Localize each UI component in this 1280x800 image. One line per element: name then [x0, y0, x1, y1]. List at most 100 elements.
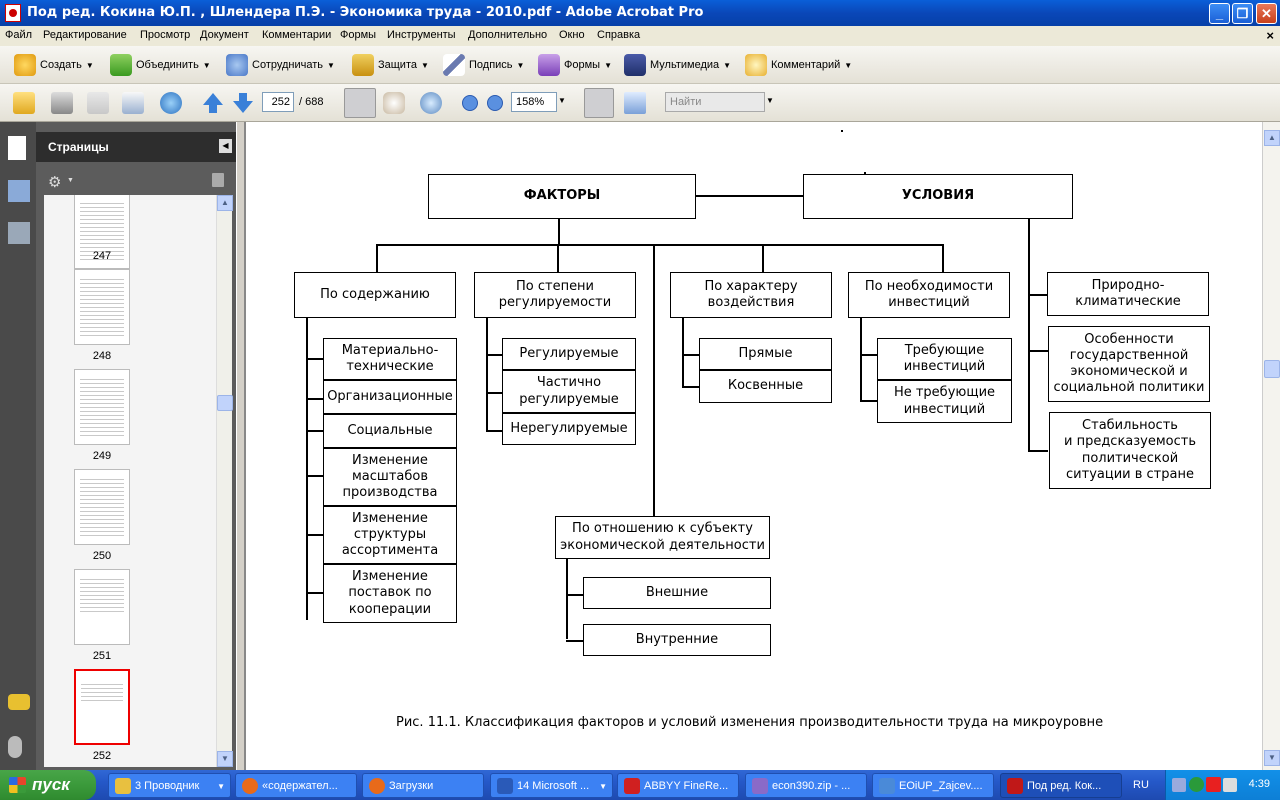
factor-item: Прямые — [699, 338, 832, 370]
menu-edit[interactable]: Редактирование — [43, 29, 127, 41]
scroll-down-icon[interactable]: ▼ — [217, 751, 233, 767]
menu-forms[interactable]: Формы — [340, 29, 377, 41]
comments-icon[interactable] — [8, 694, 30, 710]
utorrent-icon[interactable] — [1189, 777, 1204, 792]
menu-view[interactable]: Просмотр — [140, 29, 191, 41]
sign-button[interactable]: Подпись▼ — [443, 53, 524, 77]
full-screen-icon[interactable] — [624, 92, 646, 114]
tray-app-icon[interactable] — [1223, 778, 1237, 792]
panel-splitter[interactable] — [236, 122, 245, 770]
conditions-box: УСЛОВИЯ — [803, 174, 1073, 219]
connector-line — [762, 244, 764, 272]
zoom-dropdown-icon[interactable]: ▼ — [558, 96, 566, 105]
document-scrollbar[interactable]: ▲ ▼ — [1262, 122, 1280, 770]
find-input[interactable]: Найти — [665, 92, 765, 112]
scroll-down-icon[interactable]: ▼ — [1264, 750, 1280, 766]
speech-bubble-icon — [745, 54, 767, 76]
taskbar-item[interactable]: 14 Microsoft ...▼ — [490, 773, 613, 798]
factor-item: Регулируемые — [502, 338, 636, 370]
scroll-up-icon[interactable]: ▲ — [1264, 130, 1280, 146]
connector-line — [860, 400, 877, 402]
menu-comments[interactable]: Комментарии — [262, 29, 332, 41]
page-thumbnail[interactable] — [74, 269, 130, 345]
marquee-zoom-icon[interactable] — [420, 92, 442, 114]
scrollbar-thumb[interactable] — [217, 395, 233, 411]
page-thumbnail-selected[interactable] — [74, 669, 130, 745]
zoom-input[interactable]: 158% — [511, 92, 557, 112]
menu-document[interactable]: Документ — [200, 29, 249, 41]
chevron-down-icon[interactable]: ▼ — [67, 177, 74, 184]
by-investment-box: По необходимости инвестиций — [848, 272, 1010, 318]
clock[interactable]: 4:39 — [1248, 778, 1270, 790]
menu-bar: Файл Редактирование Просмотр Документ Ко… — [0, 26, 1280, 46]
menu-tools[interactable]: Инструменты — [387, 29, 456, 41]
taskbar-item-active[interactable]: Под ред. Кок... — [1000, 773, 1122, 798]
multimedia-button[interactable]: Мультимедиа▼ — [624, 53, 731, 77]
taskbar-item[interactable]: 3 Проводник▼ — [108, 773, 231, 798]
arrow-down-icon[interactable] — [233, 93, 253, 113]
page-thumbnail[interactable] — [74, 369, 130, 445]
scrollbar-thumb[interactable] — [1264, 360, 1280, 378]
attachments-icon[interactable] — [8, 736, 22, 758]
page-thumbnail[interactable] — [74, 569, 130, 645]
email-icon[interactable] — [122, 92, 144, 114]
zoom-in-icon[interactable] — [487, 95, 503, 111]
pages-icon[interactable] — [8, 136, 26, 160]
page-thumbnail[interactable] — [74, 195, 130, 269]
chevron-down-icon: ▼ — [516, 60, 525, 70]
thumbnail-scrollbar[interactable]: ▲ ▼ — [216, 195, 233, 767]
collapse-panel-icon[interactable]: ◀ — [219, 139, 232, 153]
menu-file[interactable]: Файл — [5, 29, 33, 41]
save-icon[interactable] — [87, 92, 109, 114]
open-folder-icon[interactable] — [13, 92, 35, 114]
arrow-up-icon[interactable] — [203, 93, 223, 113]
document-close-icon[interactable]: × — [1266, 28, 1274, 43]
gear-icon[interactable]: ⚙ — [48, 174, 62, 191]
fit-width-icon[interactable] — [584, 88, 614, 118]
close-button[interactable]: ✕ — [1256, 3, 1277, 24]
page-total: / 688 — [299, 96, 324, 108]
combine-button[interactable]: Объединить▼ — [110, 53, 211, 77]
network-icon[interactable] — [1172, 778, 1186, 792]
zoom-out-icon[interactable] — [462, 95, 478, 111]
page-thumbnail-label: 249 — [92, 450, 112, 462]
menu-advanced[interactable]: Дополнительно — [468, 29, 548, 41]
maximize-button[interactable]: ❐ — [1232, 3, 1253, 24]
bookmarks-icon[interactable] — [8, 180, 30, 202]
collaborate-button[interactable]: Сотрудничать▼ — [226, 53, 335, 77]
find-dropdown-icon[interactable]: ▼ — [766, 96, 774, 105]
comment-button[interactable]: Комментарий▼ — [745, 53, 852, 77]
select-tool-icon[interactable] — [344, 88, 376, 118]
web-globe-icon[interactable] — [160, 92, 182, 114]
forms-button[interactable]: Формы▼ — [538, 53, 612, 77]
taskbar-item[interactable]: EOiUP_Zajcev.... — [872, 773, 994, 798]
print-icon[interactable] — [51, 92, 73, 114]
connector-line — [942, 244, 944, 272]
combine-icon — [110, 54, 132, 76]
connector-line — [376, 244, 943, 246]
page-thumbnail[interactable] — [74, 469, 130, 545]
taskbar-item[interactable]: Загрузки — [362, 773, 484, 798]
secure-button[interactable]: Защита▼ — [352, 53, 429, 77]
page-mark — [841, 130, 843, 132]
signatures-icon[interactable] — [8, 222, 30, 244]
menu-window[interactable]: Окно — [559, 29, 585, 41]
menu-help[interactable]: Справка — [597, 29, 641, 41]
acrobat-icon — [1007, 778, 1023, 794]
lock-icon — [352, 54, 374, 76]
trash-icon[interactable] — [212, 173, 224, 187]
taskbar-item[interactable]: «содержател... — [235, 773, 357, 798]
page-number-input[interactable]: 252 — [262, 92, 294, 112]
factor-item: Требующие инвестиций — [877, 338, 1012, 380]
scroll-up-icon[interactable]: ▲ — [217, 195, 233, 211]
create-button[interactable]: Создать▼ — [14, 53, 94, 77]
minimize-button[interactable]: _ — [1209, 3, 1230, 24]
archive-icon — [879, 778, 895, 794]
taskbar-item[interactable]: econ390.zip - ... — [745, 773, 867, 798]
antivirus-icon[interactable] — [1206, 777, 1221, 792]
hand-tool-icon[interactable] — [383, 92, 405, 114]
start-button[interactable]: пуск — [0, 770, 96, 800]
language-indicator[interactable]: RU — [1133, 779, 1149, 791]
acrobat-app-icon[interactable] — [5, 4, 21, 22]
taskbar-item[interactable]: ABBYY FineRe... — [617, 773, 739, 798]
